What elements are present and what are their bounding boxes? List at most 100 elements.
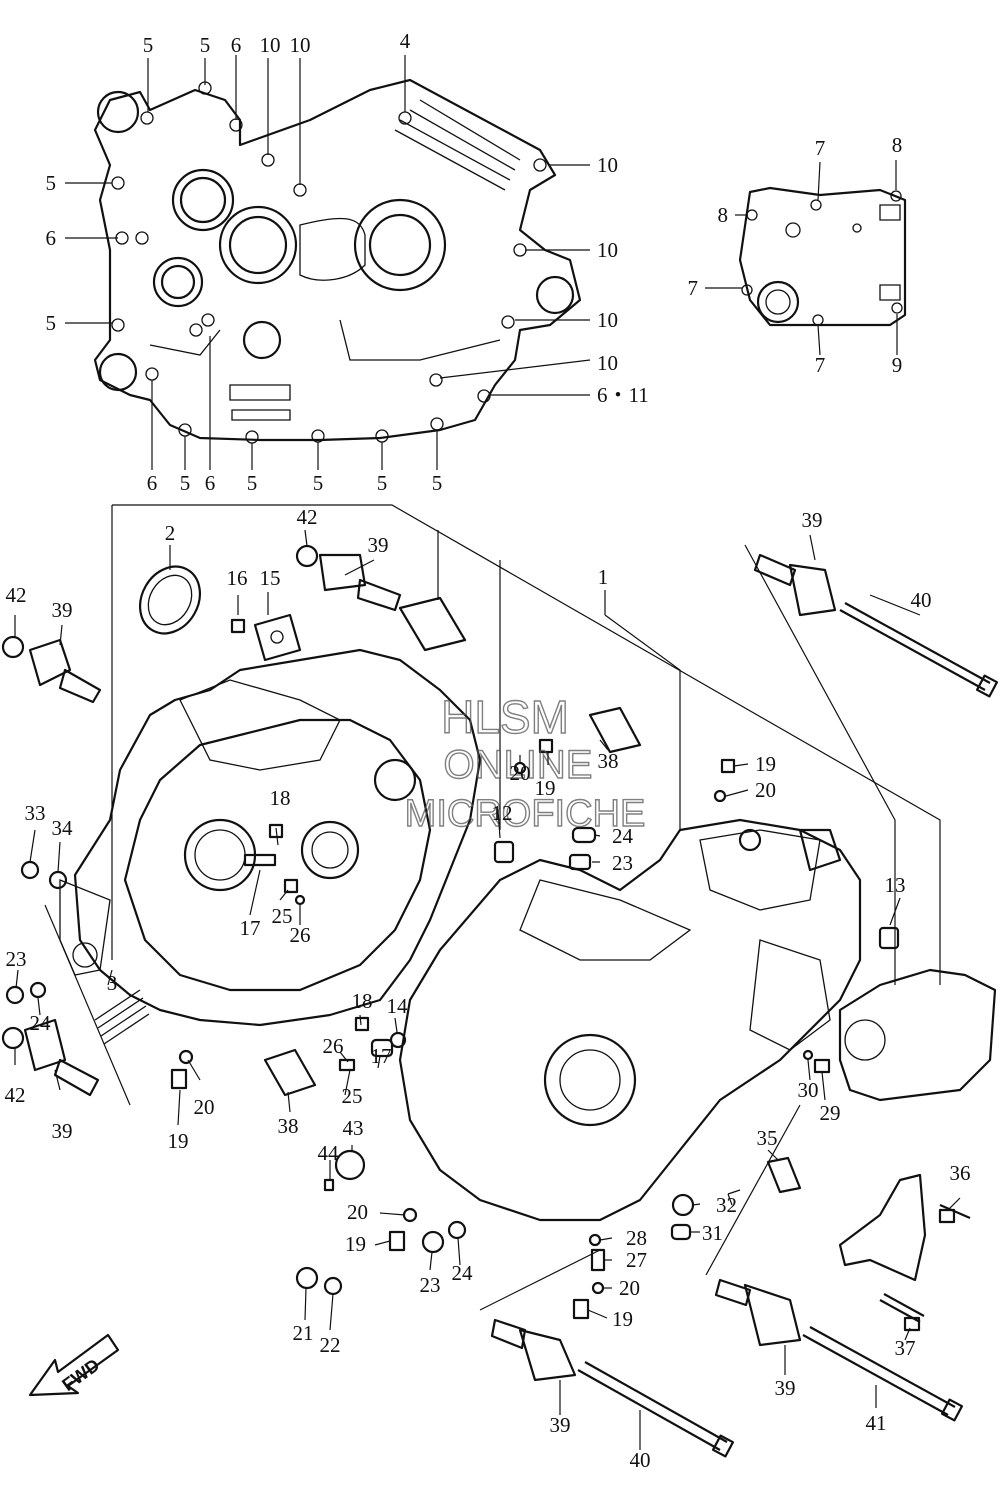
left-crankcase-half [59,648,482,1027]
callout-label: 10 [597,238,618,262]
callout-label: 5 [377,471,388,495]
callout-label: 5 [46,311,57,335]
watermark-line-3: MICROFICHE [405,793,646,835]
callout-label: 1 [598,565,609,589]
callout-label: 18 [352,989,373,1013]
callout-label: 36 [950,1161,971,1185]
callout-label: 40 [911,588,932,612]
watermark-line-2: ONLINE [444,743,593,787]
callout-label: 39 [368,533,389,557]
callout-label: 19 [755,752,776,776]
callout-label: 17 [240,916,261,940]
mounting-bracket [838,1173,971,1323]
callout-label: 14 [387,994,409,1018]
callout-label: 35 [757,1126,778,1150]
right-crankcase-half [398,818,862,1222]
gaskets-and-seals [138,565,302,662]
watermark: HLSM ONLINE MICROFICHE [404,690,646,835]
callout-label: 5 [247,471,258,495]
callout-label: 42 [5,1083,26,1107]
callout-label: 19 [168,1129,189,1153]
callout-label: 44 [318,1141,340,1165]
callout-label: 7 [815,353,826,377]
callout-label: 19 [345,1232,366,1256]
callout-label: 5 [313,471,324,495]
callout-label: 3 [107,971,118,995]
callout-label: 9 [892,353,903,377]
callout-label: 13 [885,873,906,897]
callout-label: 10 [290,33,311,57]
bracket-lines [44,504,941,1311]
callout-label: 6・11 [597,383,649,407]
callout-label: 10 [597,153,618,177]
callout-label: 18 [270,786,291,810]
spring-part [94,989,150,1045]
callout-label: 20 [755,778,776,802]
callout-label: 34 [52,816,74,840]
callout-label: 40 [630,1448,651,1472]
callout-label: 10 [597,308,618,332]
callout-label: 21 [293,1321,314,1345]
crankcase-left-view [93,78,582,444]
callout-label: 43 [343,1116,364,1140]
callout-label: 27 [626,1248,647,1272]
callout-label: 6 [147,471,158,495]
callout-label: 5 [200,33,211,57]
callout-label: 42 [6,583,27,607]
callout-label: 37 [895,1336,916,1360]
callout-label: 6 [231,33,242,57]
callout-label: 30 [798,1078,819,1102]
dowel-pins [263,596,900,1194]
callout-label: 5 [46,171,57,195]
small-fasteners [5,618,956,1332]
callout-label: 20 [510,761,531,785]
callout-label: 39 [52,598,73,622]
callout-label: 39 [52,1119,73,1143]
callout-label: 6 [205,471,216,495]
callout-numbers: 5 5 6 10 10 4 10 10 10 10 6・11 5 5 5 5 5… [5,29,971,1472]
callout-label: 41 [866,1411,887,1435]
callout-label: 19 [535,776,556,800]
callout-label: 6 [46,226,57,250]
callout-label: 24 [452,1261,474,1285]
callout-label: 28 [626,1226,647,1250]
callout-label: 10 [260,33,281,57]
callout-label: 10 [597,351,618,375]
callout-label: 7 [688,276,699,300]
callout-label: 25 [342,1084,363,1108]
callout-label: 23 [612,851,633,875]
callout-label: 26 [323,1034,344,1058]
callout-label: 24 [612,824,634,848]
callout-label: 19 [612,1307,633,1331]
callout-label: 38 [278,1114,299,1138]
callout-label: 29 [820,1101,841,1125]
callout-label: 5 [143,33,154,57]
side-cover [738,186,907,327]
callout-label: 7 [815,136,826,160]
callout-label: 26 [290,923,311,947]
callout-leaders [14,55,961,1450]
callout-label: 42 [297,505,318,529]
callout-label: 23 [6,947,27,971]
callout-label: 39 [775,1376,796,1400]
callout-label: 39 [550,1413,571,1437]
callout-label: 2 [165,521,176,545]
callout-label: 24 [30,1011,52,1035]
callout-label: 20 [194,1095,215,1119]
sensors-and-bolts [1,544,999,1458]
callout-label: 31 [702,1221,723,1245]
callout-label: 17 [371,1044,392,1068]
callout-label: 12 [492,801,513,825]
fwd-arrow-icon: FWD [28,1333,120,1397]
callout-label: 20 [347,1200,368,1224]
callout-label: 8 [718,203,729,227]
callout-label: 4 [400,29,411,53]
callout-label: 38 [598,749,619,773]
callout-label: 20 [619,1276,640,1300]
callout-label: 25 [272,904,293,928]
callout-label: 39 [802,508,823,532]
callout-label: 5 [180,471,191,495]
fwd-label: FWD [58,1355,103,1395]
